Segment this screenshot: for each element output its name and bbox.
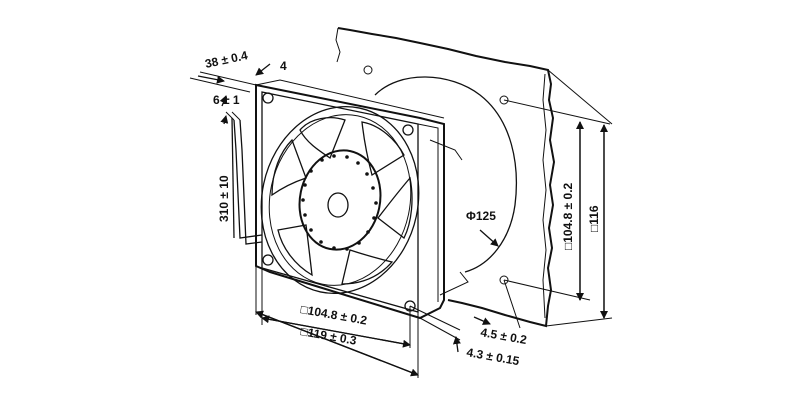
back-plate — [335, 27, 556, 328]
mount-hole-front-tl — [262, 92, 274, 104]
dim-hole-dia-a: 4.5 ± 0.2 — [479, 325, 528, 347]
mount-hole-front-bl — [262, 254, 274, 266]
venturi-ring — [374, 76, 518, 296]
mount-hole-back-tr — [499, 95, 509, 105]
dim-width-front: □119 ± 0.3 — [299, 324, 357, 348]
dim-hole-front: □104.8 ± 0.2 — [299, 302, 368, 328]
dim-cable-end: 6 ± 1 — [213, 93, 240, 107]
dimension-lines — [197, 63, 608, 377]
hub-rivets — [301, 154, 378, 251]
dim-height-side: □116 — [587, 205, 601, 232]
dim-hole-dia-b: 4.3 ± 0.15 — [465, 345, 520, 368]
cable — [225, 111, 263, 245]
dim-flange: 4 — [280, 59, 287, 73]
mount-hole-back-tl — [363, 65, 373, 75]
dim-depth: 38 ± 0.4 — [204, 48, 250, 71]
impeller — [260, 105, 420, 295]
dim-cable-length: 310 ± 10 — [217, 175, 231, 222]
fan-frame — [255, 79, 445, 320]
mount-hole-front-tr — [402, 124, 414, 136]
mount-hole-back-br — [499, 275, 509, 285]
dim-hole-side: □104.8 ± 0.2 — [561, 182, 575, 250]
dim-diameter: Φ125 — [466, 209, 496, 223]
